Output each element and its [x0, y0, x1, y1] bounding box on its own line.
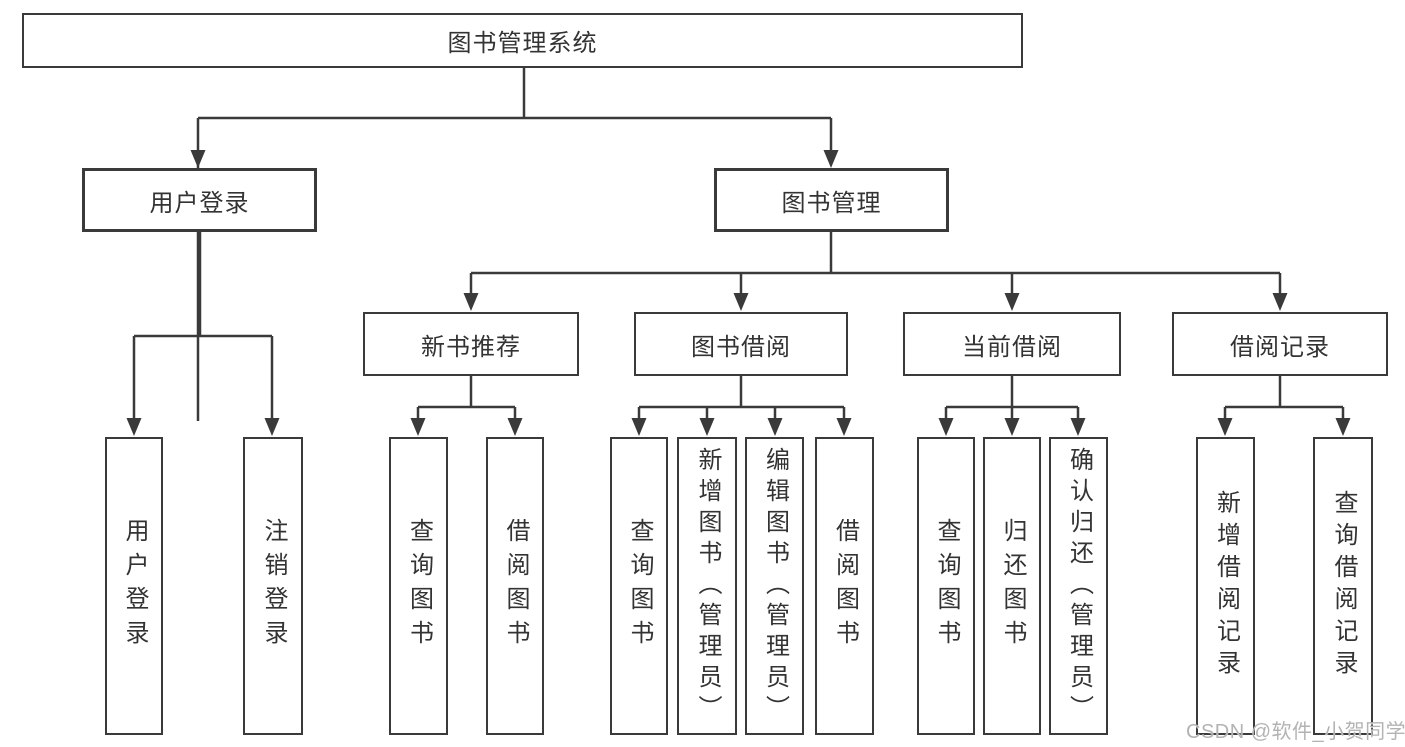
leaf-rec-query-record: 查询借阅记录 [1313, 437, 1373, 735]
leaf-cur-return-books-label: 归还图书 [999, 518, 1026, 654]
csdn-watermark: CSDN @软件_小贺同学 [1186, 721, 1405, 743]
connector-paths [132, 68, 1345, 421]
leaf-cur-query-books-label: 查询图书 [933, 518, 960, 654]
leaf-user-login-label: 用户登录 [121, 518, 148, 654]
leaf-rec-add-record: 新增借阅记录 [1196, 437, 1255, 735]
leaf-bw-add-books-admin-label: 新增图书（管理员） [694, 446, 721, 726]
leaf-nb-borrow-books-label: 借阅图书 [502, 518, 529, 654]
leaf-bw-edit-books-admin-label: 编辑图书（管理员） [761, 446, 789, 726]
leaf-cur-confirm-return-admin-label: 确认归还（管理员） [1065, 446, 1093, 726]
leaf-rec-query-record-label: 查询借阅记录 [1330, 490, 1357, 682]
node-current-borrowing: 当前借阅 [903, 312, 1121, 376]
leaf-bw-add-books-admin: 新增图书（管理员） [677, 437, 737, 735]
leaf-cur-query-books: 查询图书 [917, 437, 975, 735]
leaf-bw-query-books: 查询图书 [610, 437, 668, 735]
leaf-rec-add-record-label: 新增借阅记录 [1212, 490, 1240, 682]
leaf-bw-edit-books-admin: 编辑图书（管理员） [745, 437, 804, 735]
node-book-management-system: 图书管理系统 [22, 13, 1023, 68]
node-user-login: 用户登录 [82, 168, 317, 232]
node-borrowing-records: 借阅记录 [1172, 312, 1388, 376]
leaf-bw-borrow-books: 借阅图书 [815, 437, 874, 735]
leaf-cur-return-books: 归还图书 [983, 437, 1041, 735]
leaf-bw-borrow-books-label: 借阅图书 [831, 518, 859, 654]
node-book-management: 图书管理 [714, 168, 949, 232]
leaf-nb-query-books: 查询图书 [389, 437, 448, 735]
node-book-borrowing: 图书借阅 [634, 312, 848, 376]
node-new-book-recommendation: 新书推荐 [363, 312, 579, 376]
leaf-nb-query-books-label: 查询图书 [405, 518, 433, 654]
leaf-nb-borrow-books: 借阅图书 [486, 437, 544, 735]
arrowheads [126, 150, 1351, 436]
leaf-user-login: 用户登录 [105, 437, 163, 735]
leaf-logout: 注销登录 [243, 437, 303, 735]
leaf-cur-confirm-return-admin: 确认归还（管理员） [1049, 437, 1108, 735]
leaf-bw-query-books-label: 查询图书 [626, 518, 653, 654]
leaf-logout-label: 注销登录 [260, 518, 287, 654]
